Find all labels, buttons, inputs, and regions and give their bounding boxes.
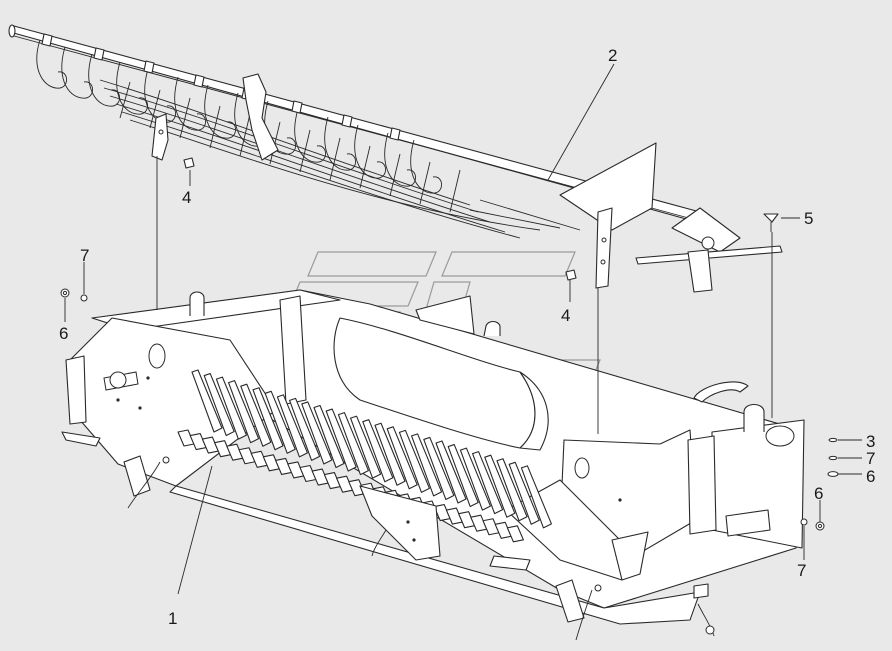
- tube-bracket: [242, 73, 279, 161]
- hardware-left: [60, 288, 88, 302]
- chain-right: [575, 589, 593, 641]
- callout-2: 2: [608, 46, 617, 65]
- pickup-tooth: [435, 440, 467, 504]
- pickup-tooth: [325, 408, 357, 472]
- callout-1: 1: [168, 609, 177, 628]
- pickup-tooth: [191, 369, 223, 433]
- callout-7-lower: 7: [797, 561, 806, 580]
- washer-3: [828, 437, 838, 443]
- right-side-flange: [611, 531, 649, 581]
- washer-7-left: [80, 294, 88, 302]
- pickup-tooth: [252, 387, 284, 451]
- header-body-part-1: [61, 289, 805, 641]
- hitch-lug: [693, 583, 709, 599]
- divider-end: [519, 371, 549, 451]
- pickup-tooth: [398, 429, 430, 493]
- hardware-right: [800, 437, 839, 531]
- pickup-tooth: [264, 390, 296, 454]
- upper-right-bracket: [693, 381, 749, 403]
- pickup-tooth: [276, 394, 308, 458]
- pickup-tooth: [423, 436, 455, 500]
- pickup-tooth: [484, 454, 516, 518]
- pickup-tooth: [228, 380, 260, 444]
- chain-left: [127, 461, 161, 509]
- pickup-teeth: [177, 369, 552, 543]
- right-post: [687, 435, 717, 535]
- u-bolt-left: [189, 291, 205, 316]
- pickup-tooth: [496, 458, 528, 522]
- pickup-tooth: [386, 426, 418, 490]
- pickup-tooth: [215, 376, 247, 440]
- left-side-flange: [65, 355, 87, 425]
- left-plate-slot: [148, 343, 166, 369]
- bottom-rail: [169, 485, 701, 625]
- pickup-tooth: [289, 397, 321, 461]
- right-vertical-bracket: [595, 207, 613, 289]
- mount-post: [687, 249, 713, 293]
- triangle-plate: [559, 142, 657, 231]
- nut-6-right: [827, 471, 839, 477]
- leader-lines: [64, 63, 862, 595]
- hitch-pin-chain: [697, 603, 715, 637]
- washer-7-right: [828, 455, 838, 461]
- bolt-4-upper: [183, 157, 195, 169]
- skid-plate: [489, 555, 531, 571]
- pickup-tooth: [362, 419, 394, 483]
- center-post: [279, 295, 307, 405]
- pickup-tooth: [472, 451, 504, 515]
- tooth-base: [506, 525, 524, 543]
- pickup-tooth: [459, 447, 491, 511]
- callout-6-right: 6: [866, 467, 875, 486]
- pickup-tooth: [411, 433, 443, 497]
- left-foot-plate: [61, 431, 101, 447]
- left-hanging-bracket: [151, 113, 169, 161]
- pickup-tooth: [337, 412, 369, 476]
- pickup-tooth: [301, 401, 333, 465]
- pickup-tooth: [508, 461, 540, 525]
- washer-7-lower: [800, 518, 808, 526]
- pickup-tooth: [313, 404, 345, 469]
- bolt-5: [763, 213, 779, 223]
- callout-7-left: 7: [80, 246, 89, 265]
- callout-5: 5: [804, 209, 813, 228]
- wire-mesh: [99, 79, 581, 239]
- pickup-tooth: [374, 422, 406, 486]
- upper-frame-part-2: [8, 24, 783, 293]
- callout-4-upper: 4: [182, 188, 191, 207]
- callout-3: 3: [866, 432, 875, 451]
- u-bolt-mid: [483, 320, 501, 337]
- callout-4-lower: 4: [561, 306, 570, 325]
- callout-7-right: 7: [866, 449, 875, 468]
- right-box-bracket: [725, 509, 771, 537]
- skid-shoe-right: [555, 579, 585, 623]
- hinge-bracket: [415, 295, 475, 335]
- callout-6-lower: 6: [814, 484, 823, 503]
- chain-center: [371, 529, 387, 557]
- callout-6-left: 6: [59, 324, 68, 343]
- pickup-tooth: [520, 465, 552, 529]
- pickup-tooth: [447, 444, 479, 508]
- callout-labels: 2 1 4 4 5 7 6 3 7 6 6 7: [59, 46, 875, 628]
- pickup-tooth: [240, 383, 272, 447]
- bolt-4-lower: [565, 269, 577, 281]
- lower-separator: [359, 485, 441, 561]
- pickup-tooth: [350, 415, 382, 479]
- pickup-tooth: [203, 373, 235, 437]
- spring-tines: [36, 39, 442, 194]
- u-bolt-right: [743, 403, 765, 432]
